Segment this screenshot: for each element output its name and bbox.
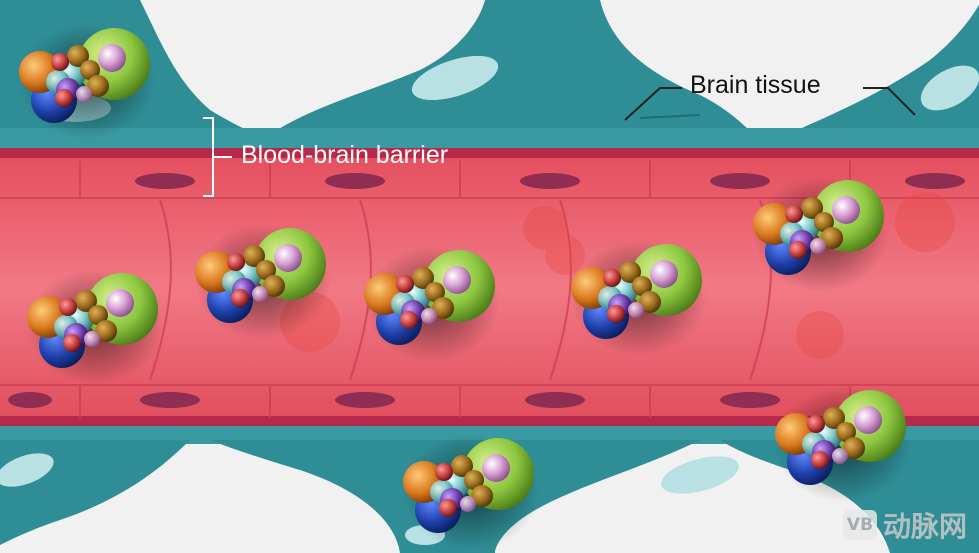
watermark-text: 动脉网 [882,510,967,543]
watermark-logo: VB [842,510,877,540]
label-connectors [624,87,916,121]
barrier-bracket [203,117,232,197]
watermark: VB 动脉网 [842,505,967,545]
blood-brain-barrier-label: Blood-brain barrier [241,141,449,169]
brain-tissue-label: Brain tissue [690,71,821,99]
